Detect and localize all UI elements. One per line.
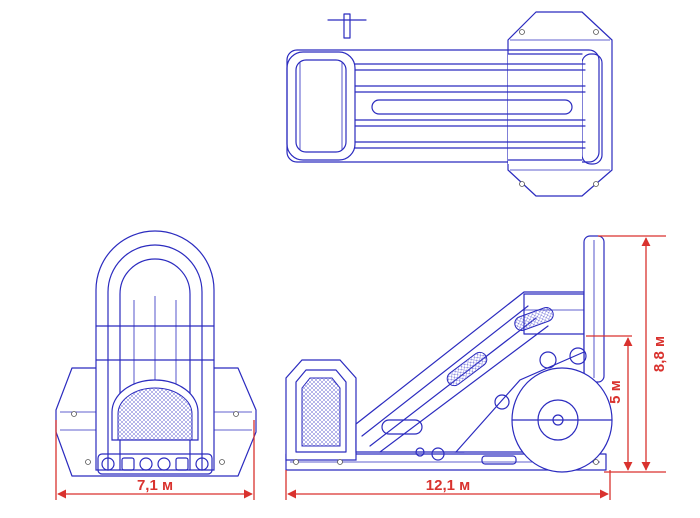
side-length-label: 12,1 м	[426, 477, 470, 494]
side-view	[285, 235, 613, 473]
dimension-total-height: 8,8 м	[598, 235, 668, 473]
dimension-front-width: 7,1 м	[55, 420, 255, 500]
platform-height-label: 5 м	[607, 380, 624, 404]
tube-ends	[101, 457, 209, 471]
total-height-label: 8,8 м	[651, 336, 668, 372]
dimension-platform-height: 5 м	[586, 335, 633, 471]
dimension-side-length: 12,1 м	[285, 470, 611, 500]
top-view	[286, 11, 613, 197]
front-width-label: 7,1 м	[137, 477, 173, 494]
front-view	[55, 230, 257, 477]
